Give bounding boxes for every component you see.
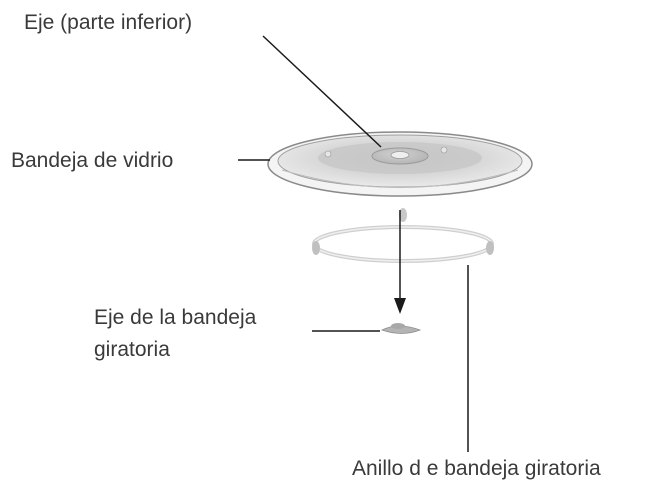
label-glass-tray: Bandeja de vidrio [11,149,174,172]
label-tray-shaft-line2: giratoria [94,338,170,361]
label-tray-shaft-line1: Eje de la bandeja [94,306,257,329]
assembly-arrow [394,210,406,314]
label-roller-ring: Anillo d e bandeja giratoria [352,457,601,480]
roller-ring [312,208,494,263]
glass-tray [267,131,533,197]
label-shaft-bottom: Eje (parte inferior) [24,11,193,34]
tray-shaft [380,323,422,334]
leader-line-shaft-bottom [262,35,382,148]
